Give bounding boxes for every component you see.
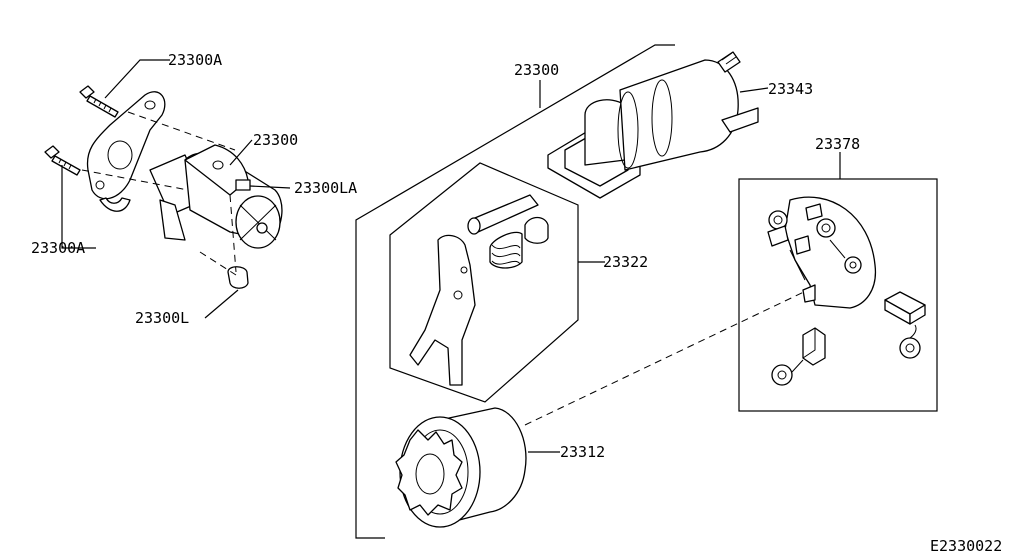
brush-holder-frame: [738, 178, 938, 412]
group-bracket: [355, 44, 675, 539]
label-23300A-upper: 23300A: [168, 51, 222, 69]
label-23300L: 23300L: [135, 309, 189, 327]
starter-assembly[interactable]: [44, 85, 283, 289]
label-23322: 23322: [603, 253, 648, 271]
diagram-code: E2330022: [930, 537, 1002, 555]
label-23300-small: 23300: [253, 131, 298, 149]
solenoid-switch[interactable]: [547, 51, 759, 199]
lever-kit[interactable]: [409, 194, 549, 386]
label-23300A-lower: 23300A: [31, 239, 85, 257]
brush-upper[interactable]: [884, 291, 926, 359]
label-23378: 23378: [815, 135, 860, 153]
cap-part[interactable]: [227, 266, 249, 289]
brush-holder[interactable]: [767, 196, 877, 309]
label-23312: 23312: [560, 443, 605, 461]
label-23343: 23343: [768, 80, 813, 98]
bolt-upper[interactable]: [79, 85, 119, 118]
brush-lower[interactable]: [771, 327, 826, 386]
label-23300LA: 23300LA: [294, 179, 357, 197]
label-23300-main: 23300: [514, 61, 559, 79]
pinion-clutch[interactable]: [395, 407, 527, 528]
bolt-lower[interactable]: [44, 145, 81, 176]
lever-kit-frame: [389, 162, 579, 403]
